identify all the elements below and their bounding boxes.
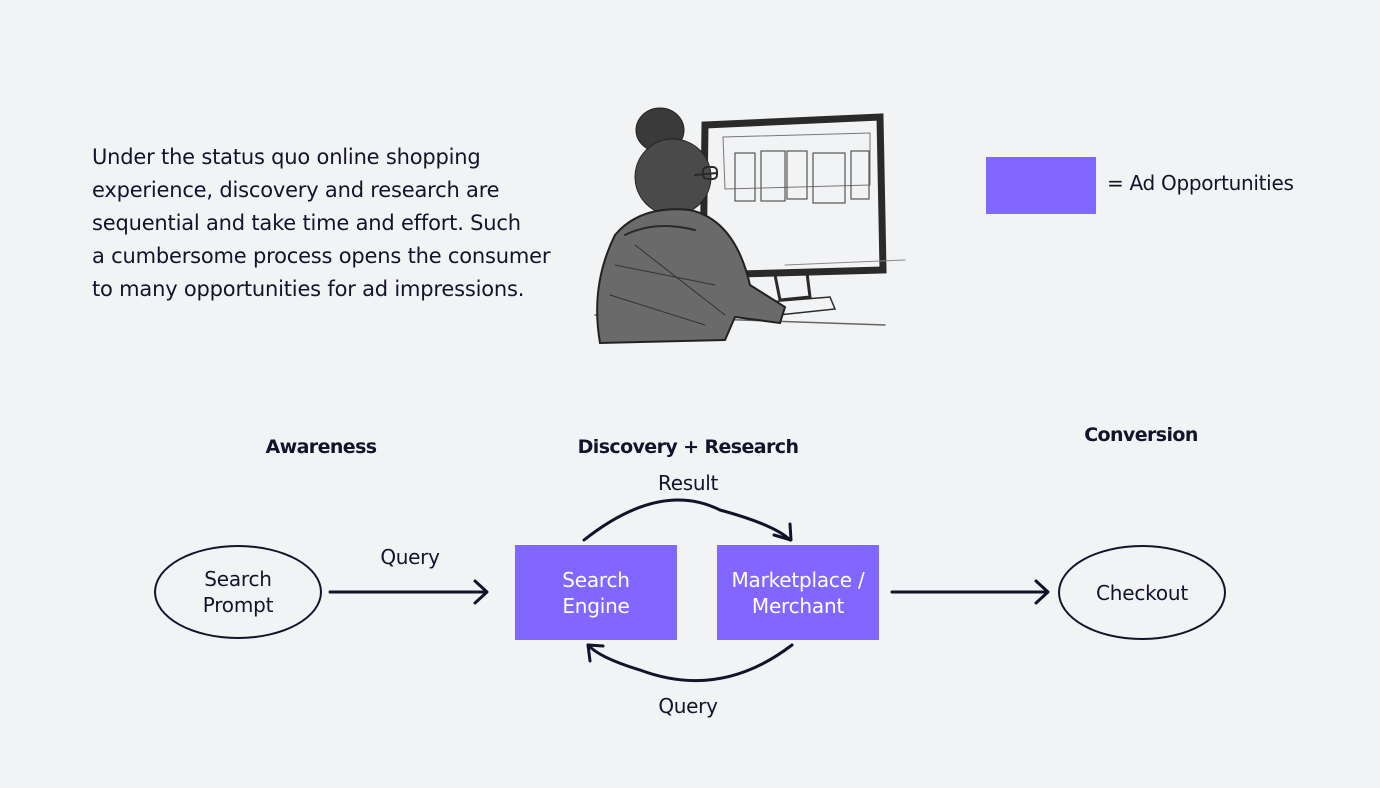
person-at-computer-illustration	[594, 107, 906, 345]
arrow-prompt-to-engine	[328, 579, 489, 605]
intro-line: experience, discovery and research are	[92, 178, 500, 202]
intro-line: a cumbersome process opens the consumer	[92, 244, 551, 268]
node-checkout: Checkout	[1058, 545, 1226, 640]
node-label: Search	[562, 567, 630, 592]
node-label: Engine	[562, 593, 630, 618]
intro-paragraph: Under the status quo online shopping exp…	[92, 141, 582, 306]
stage-discovery-research: Discovery + Research	[577, 436, 799, 458]
node-label: Marketplace /	[731, 567, 865, 592]
node-label: Merchant	[751, 593, 845, 618]
intro-line: Under the status quo online shopping	[92, 145, 481, 169]
edge-label-result: Result	[658, 471, 718, 495]
ad-opportunity-legend-swatch	[986, 157, 1096, 214]
intro-line: to many opportunities for ad impressions…	[92, 277, 525, 301]
edge-label-query: Query	[380, 545, 440, 569]
node-label: Checkout	[1096, 580, 1188, 605]
arrow-merchant-to-checkout	[890, 579, 1050, 605]
node-marketplace-merchant: Marketplace / Merchant	[717, 545, 879, 640]
edge-label-query-return: Query	[658, 694, 718, 718]
legend-label: = Ad Opportunities	[1107, 171, 1294, 195]
arrow-query-curve	[586, 643, 794, 683]
stage-conversion: Conversion	[1084, 424, 1198, 446]
stage-awareness: Awareness	[265, 436, 378, 458]
node-label: Prompt	[202, 593, 274, 617]
intro-line: sequential and take time and effort. Suc…	[92, 211, 521, 235]
arrow-result-curve	[582, 498, 793, 542]
node-label: Search	[204, 567, 272, 591]
node-search-prompt: Search Prompt	[154, 545, 322, 639]
node-search-engine: Search Engine	[515, 545, 677, 640]
